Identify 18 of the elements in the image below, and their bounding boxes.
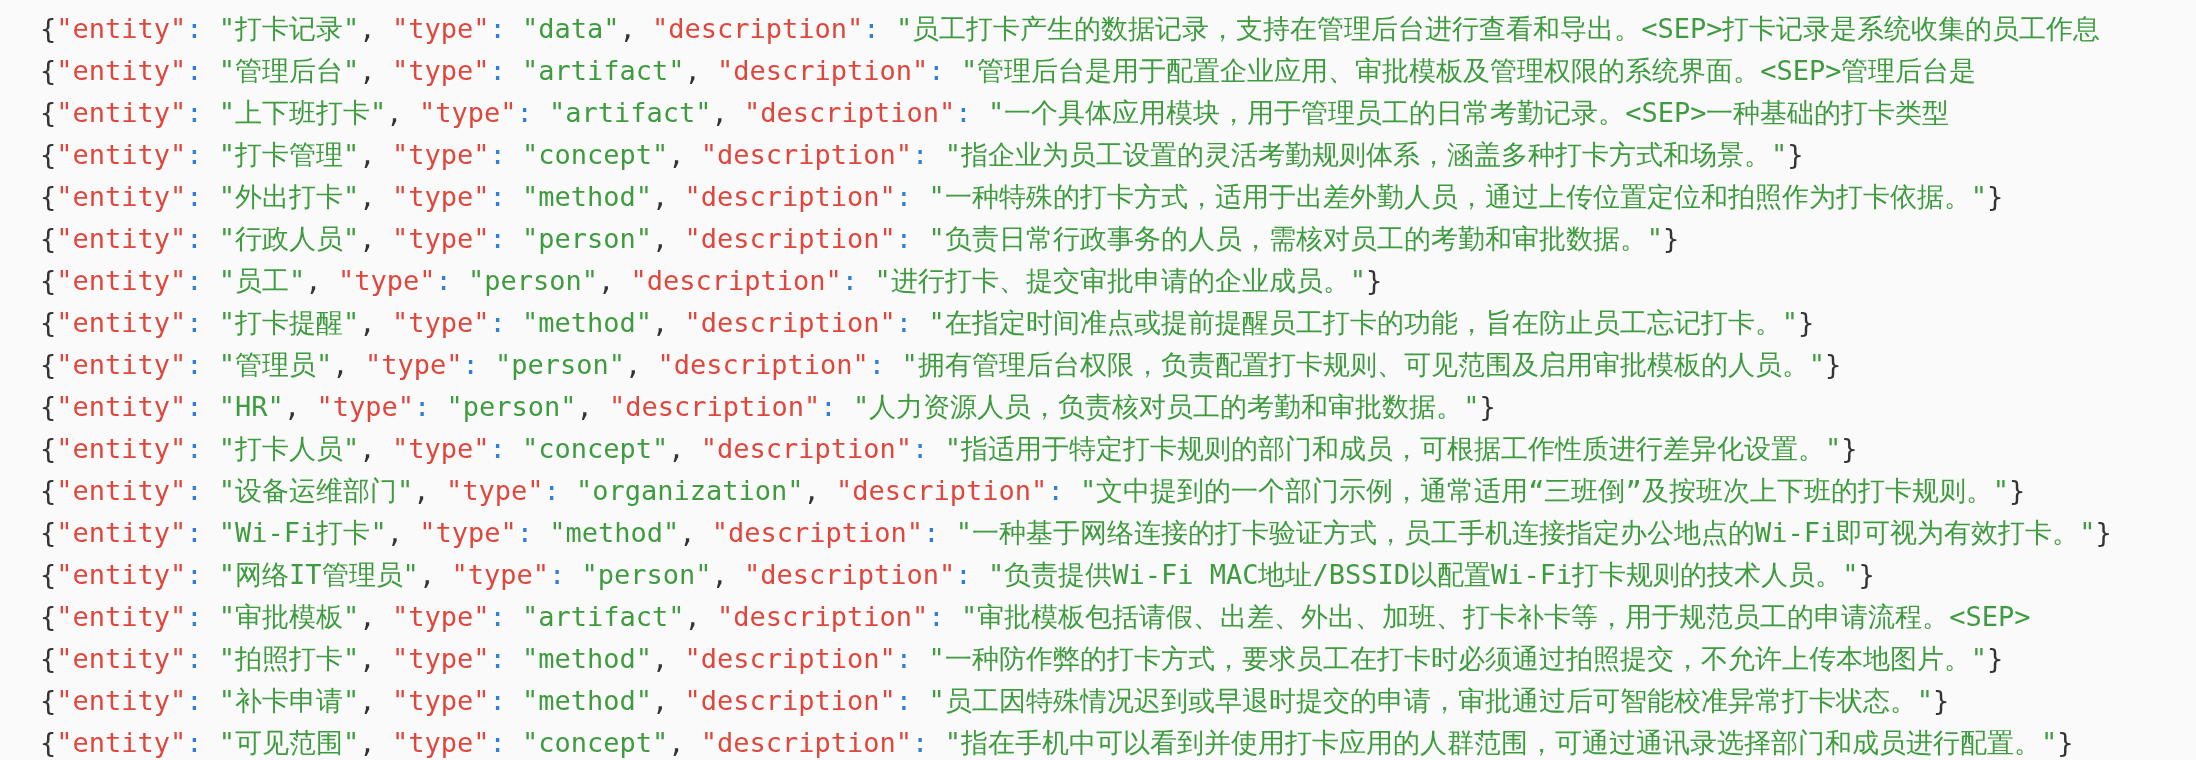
code-line: {"entity": "管理员", "type": "person", "description": "拥有管理后台权限，负责配置打卡规则、可见范围及启用审批模板的人员。"}: [40, 348, 1842, 382]
code-line: {"entity": "拍照打卡", "type": "method", "description": "一种防作弊的打卡方式，要求员工在打卡时必须通过拍照提交，不允许上传本地图片。"}: [40, 642, 2004, 676]
code-line: {"entity": "网络IT管理员", "type": "person", "description": "负责提供Wi-Fi MAC地址/BSSID以配置Wi-Fi打卡规则的技术人员。"}: [40, 558, 1875, 592]
code-line: {"entity": "行政人员", "type": "person", "description": "负责日常行政事务的人员，需核对员工的考勤和审批数据。"}: [40, 222, 1680, 256]
code-line: {"entity": "打卡记录", "type": "data", "description": "员工打卡产生的数据记录，支持在管理后台进行查看和导出。<SEP>打卡记录是系统收集的员工作息: [40, 12, 2101, 46]
code-line: {"entity": "设备运维部门", "type": "organization", "description": "文中提到的一个部门示例，通常适用“三班倒”及按班次上下班的打卡规则。"}: [40, 474, 2026, 508]
code-line: {"entity": "可见范围", "type": "concept", "description": "指在手机中可以看到并使用打卡应用的人群范围，可通过通讯录选择部门和成员进行配置。"}: [40, 726, 2074, 760]
code-line: {"entity": "上下班打卡", "type": "artifact", "description": "一个具体应用模块，用于管理员工的日常考勤记录。<SEP>一种基础的打卡类型: [40, 96, 1950, 130]
code-line: {"entity": "打卡提醒", "type": "method", "description": "在指定时间准点或提前提醒员工打卡的功能，旨在防止员工忘记打卡。"}: [40, 306, 1815, 340]
code-line: {"entity": "管理后台", "type": "artifact", "description": "管理后台是用于配置企业应用、审批模板及管理权限的系统界面。<SEP>管理后台是: [40, 54, 1977, 88]
code-line: {"entity": "Wi-Fi打卡", "type": "method", "description": "一种基于网络连接的打卡验证方式，员工手机连接指定办公地点的Wi-Fi即可视为有效打卡。"}: [40, 516, 2112, 550]
code-line: {"entity": "审批模板", "type": "artifact", "description": "审批模板包括请假、出差、外出、加班、打卡补卡等，用于规范员工的申请流程。<SEP>: [40, 600, 2031, 634]
code-line: {"entity": "补卡申请", "type": "method", "description": "员工因特殊情况迟到或早退时提交的申请，审批通过后可智能校准异常打卡状态。"}: [40, 684, 1950, 718]
code-line: {"entity": "打卡管理", "type": "concept", "description": "指企业为员工设置的灵活考勤规则体系，涵盖多种打卡方式和场景。"}: [40, 138, 1804, 172]
code-line: {"entity": "员工", "type": "person", "description": "进行打卡、提交审批申请的企业成员。"}: [40, 264, 1383, 298]
code-line: {"entity": "外出打卡", "type": "method", "description": "一种特殊的打卡方式，适用于出差外勤人员，通过上传位置定位和拍照作为打卡依据。"}: [40, 180, 2004, 214]
code-line: {"entity": "打卡人员", "type": "concept", "description": "指适用于特定打卡规则的部门和成员，可根据工作性质进行差异化设置。"}: [40, 432, 1858, 466]
code-line: {"entity": "HR", "type": "person", "description": "人力资源人员，负责核对员工的考勤和审批数据。"}: [40, 390, 1496, 424]
